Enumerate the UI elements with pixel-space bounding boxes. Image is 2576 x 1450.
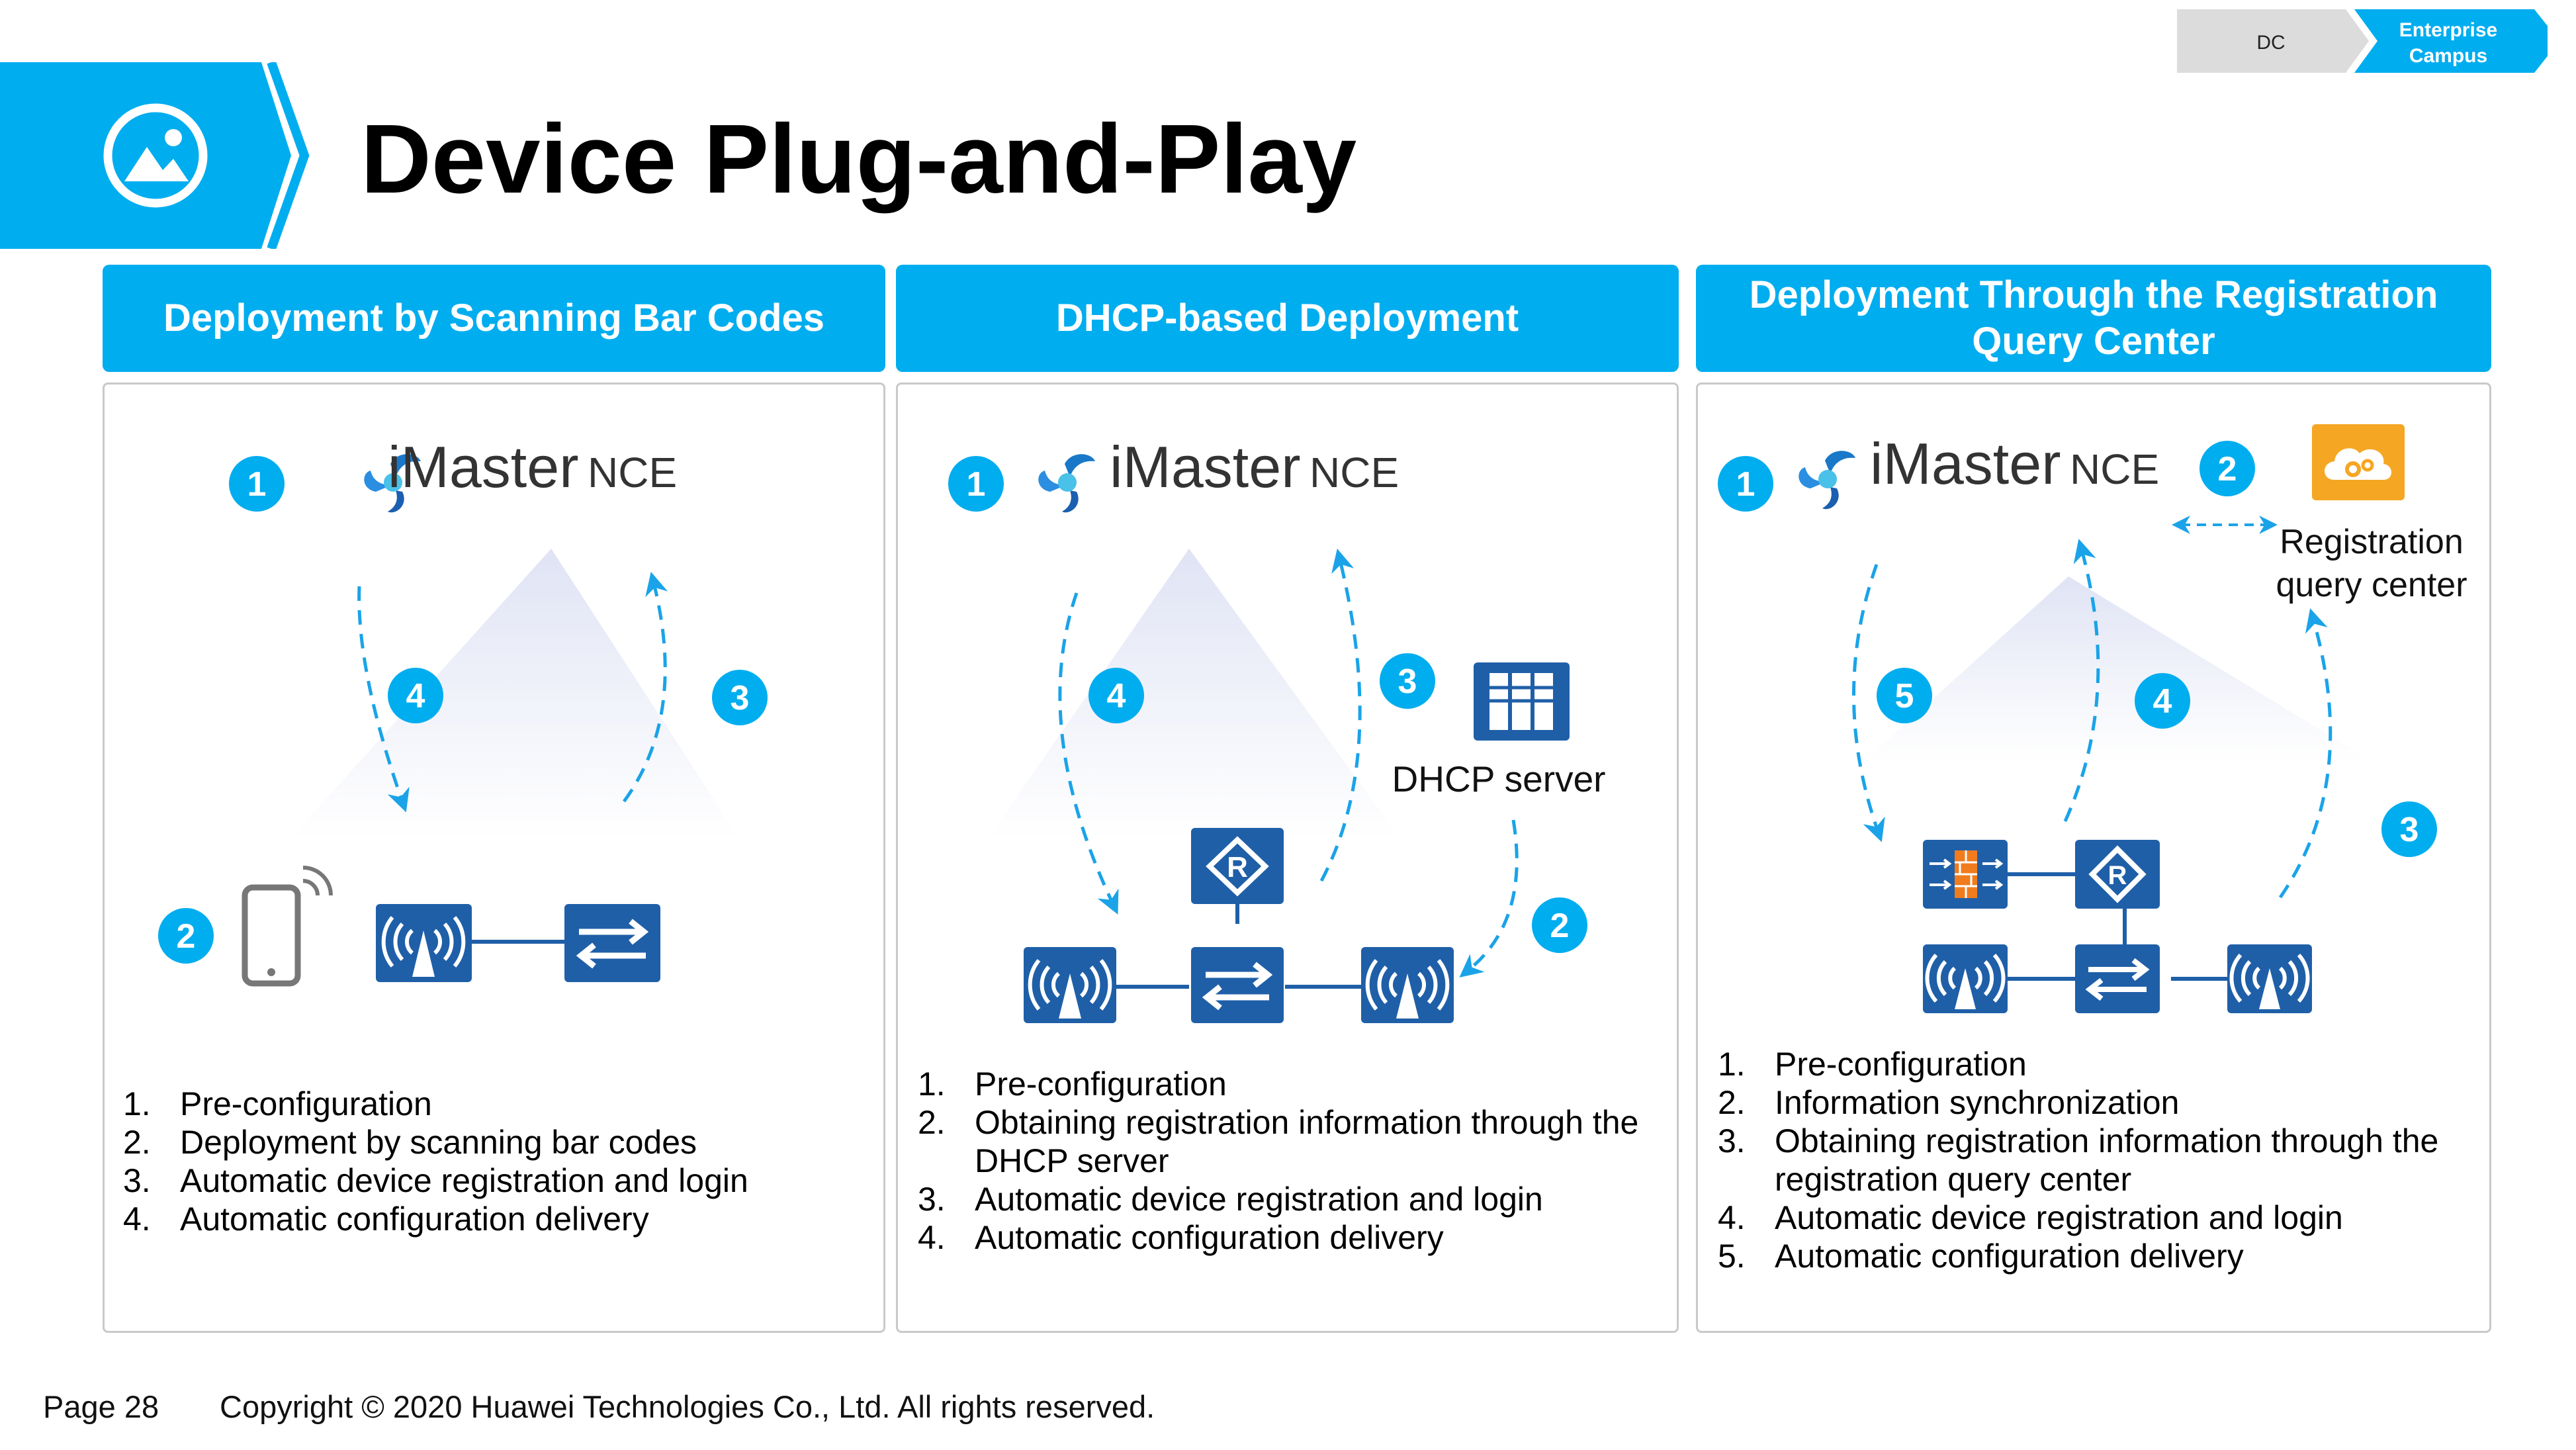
panel-header-dhcp: DHCP-based Deployment [896,265,1679,372]
imaster-nce-logo [1038,454,1095,513]
step-badge-5: 5 [1877,668,1932,723]
arrow-config-down [357,586,410,813]
wireless-ap-icon [1024,947,1116,1023]
copyright: Copyright © 2020 Huawei Technologies Co.… [220,1389,1155,1424]
logo-suffix: NCE [2070,445,2159,493]
firewall-icon [1923,840,2008,909]
background-mountain [1863,576,2373,762]
svg-text:4: 4 [1107,677,1126,715]
imaster-nce-logo [364,454,421,513]
list-item: 2.Obtaining registration information thr… [918,1104,1639,1179]
svg-text:1: 1 [247,465,267,504]
list-item: 2.Information synchronization [1718,1084,2180,1121]
page-title: Device Plug-and-Play [361,105,1357,214]
panel-header-barcode: Deployment by Scanning Bar Codes [103,265,885,372]
list-item: 5.Automatic configuration delivery [1718,1238,2244,1275]
router-icon: R [2075,840,2160,909]
list-item: 3.Automatic device registration and logi… [123,1162,748,1199]
svg-text:3: 3 [1398,662,1417,701]
panel-header-registration: Deployment Through the Registration Quer… [1696,265,2491,372]
svg-text:2: 2 [177,917,196,956]
svg-text:2: 2 [1550,907,1570,945]
wireless-ap-icon [1923,944,2008,1013]
step-badge-4: 4 [1088,668,1144,723]
arrow-config-down [1058,592,1119,915]
arrow-register-up [2063,539,2100,823]
switch-icon [1191,947,1284,1023]
panel-barcode: iMaster NCE 1 4 3 2 [103,383,885,1333]
background-mountain [290,549,740,839]
list-item: 1.Pre-configuration [123,1085,432,1122]
logo-suffix: NCE [1310,449,1399,496]
arrow-register-up [1319,548,1362,882]
diagram-barcode: iMaster NCE 1 4 3 2 [158,434,768,987]
step-badge-3: 3 [2381,801,2437,857]
dhcp-server-label: DHCP server [1392,758,1606,799]
arrow-query [2278,608,2332,899]
step-badge-4: 4 [2135,673,2190,729]
step-badge-1: 1 [1718,456,1773,512]
arrow-register-up [622,572,668,803]
step-badge-3: 3 [1380,653,1435,709]
list-item: 1.Pre-configuration [918,1065,1227,1103]
list-item: 2.Deployment by scanning bar codes [123,1124,697,1161]
registration-center-label-1: Registration [2280,523,2463,561]
panel-dhcp: iMaster NCE 1 4 3 2 DHCP server R [896,383,1679,1333]
router-icon: R [1191,828,1284,904]
switch-icon [2075,944,2160,1013]
logo-suffix: NCE [588,449,677,496]
step-badge-1: 1 [229,456,285,512]
svg-text:3: 3 [2400,811,2419,849]
svg-text:1: 1 [1736,465,1755,504]
arrow-dhcp-reply [1459,819,1519,977]
list-item: 3.Automatic device registration and logi… [918,1181,1543,1218]
breadcrumb-enterprise[interactable]: Enterprise [2399,19,2497,41]
arrow-config-down [1852,564,1885,842]
svg-text:3: 3 [731,679,750,717]
switch-icon [564,904,660,982]
title-banner [0,62,310,249]
steps-list-registration: 1.Pre-configuration 2.Information synchr… [1718,1045,2479,1275]
registration-center-label-2: query center [2276,566,2467,604]
list-item: 1.Pre-configuration [1718,1046,2027,1083]
step-badge-1: 1 [948,456,1004,512]
svg-text:R: R [1227,851,1248,884]
step-badge-2: 2 [1532,897,1587,953]
background-mountain [987,549,1401,839]
svg-text:R: R [2108,861,2127,890]
steps-list-barcode: 1.Pre-configuration 2.Deployment by scan… [123,1085,748,1238]
breadcrumb-campus[interactable]: Campus [2409,45,2487,67]
server-icon [1474,662,1570,741]
breadcrumb: DC Enterprise Campus [2177,9,2548,73]
svg-text:4: 4 [406,677,425,715]
wireless-ap-icon [376,904,472,982]
list-item: 3.Obtaining registration information thr… [1718,1122,2439,1198]
imaster-nce-logo [1799,451,1855,510]
logo-main: iMaster [1110,434,1301,500]
wireless-ap-icon [1361,947,1454,1023]
page-number: Page 28 [43,1389,159,1424]
steps-list-dhcp: 1.Pre-configuration 2.Obtaining registra… [918,1065,1666,1257]
panel-registration: iMaster NCE Registration query center 1 … [1696,383,2491,1333]
step-badge-2: 2 [158,908,214,964]
svg-text:2: 2 [2218,450,2237,488]
step-badge-4: 4 [388,668,443,723]
svg-text:5: 5 [1895,677,1914,715]
diagram-dhcp: iMaster NCE 1 4 3 2 DHCP server R [948,434,1606,1023]
logo-main: iMaster [388,434,579,500]
list-item: 4.Automatic configuration delivery [918,1219,1444,1256]
list-item: 4.Automatic device registration and logi… [1718,1199,2343,1236]
step-badge-3: 3 [712,670,768,725]
svg-text:4: 4 [2153,682,2172,721]
list-item: 4.Automatic configuration delivery [123,1201,649,1238]
logo-main: iMaster [1870,431,2061,496]
svg-text:1: 1 [967,465,986,504]
picture-icon [103,103,208,208]
wireless-ap-icon [2227,944,2312,1013]
breadcrumb-dc[interactable]: DC [2256,32,2285,54]
cloud-gear-icon [2312,424,2405,500]
step-badge-2: 2 [2199,441,2255,496]
diagram-registration: iMaster NCE Registration query center 1 … [1718,424,2467,1013]
phone-icon [242,866,333,987]
